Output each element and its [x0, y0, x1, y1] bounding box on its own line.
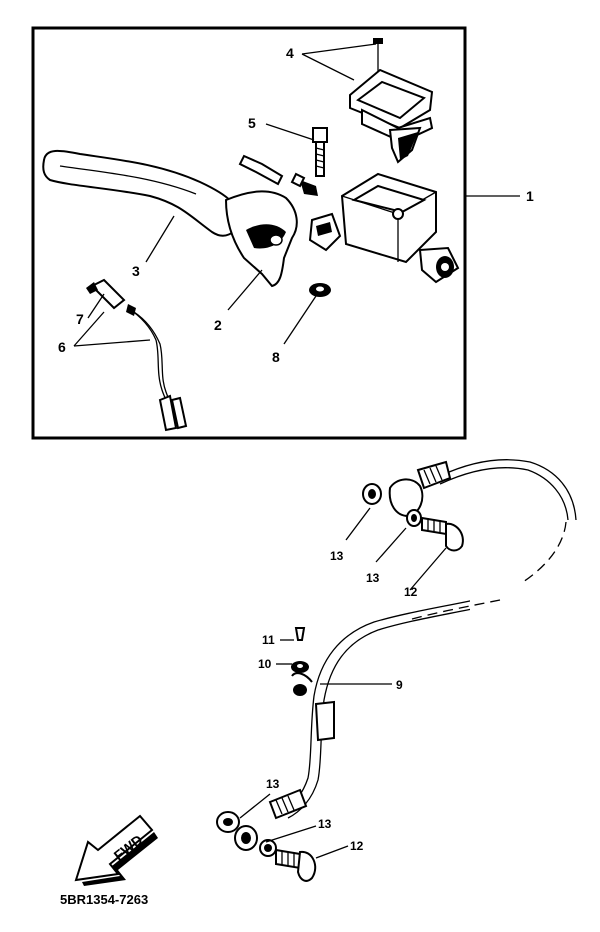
callout-6: 6 [58, 339, 66, 355]
leader-lines-lower [239, 507, 447, 859]
leader-lines-upper [73, 43, 520, 347]
callout-5: 5 [248, 115, 256, 131]
callout-13-c: 13 [266, 777, 280, 791]
brake-lever-part [42, 149, 298, 288]
callout-10: 10 [258, 657, 272, 671]
upper-hose-fittings [362, 483, 464, 552]
callout-4: 4 [286, 45, 294, 61]
callout-13-a: 13 [330, 549, 344, 563]
callout-1: 1 [526, 188, 534, 204]
brake-switch-plunger [238, 154, 318, 196]
callout-3: 3 [132, 263, 140, 279]
master-cylinder-body [308, 172, 460, 297]
callout-8: 8 [272, 349, 280, 365]
callout-13-b: 13 [366, 571, 380, 585]
callout-2: 2 [214, 317, 222, 333]
callout-11: 11 [262, 633, 275, 647]
brake-hose-part [268, 459, 580, 820]
reservoir-cap-part [349, 38, 434, 164]
callout-12-b: 12 [350, 839, 364, 853]
callout-12-a: 12 [404, 585, 418, 599]
callout-7: 7 [76, 311, 84, 327]
clamp-fittings [291, 627, 309, 696]
lower-hose-fittings [216, 811, 317, 882]
callout-13-d: 13 [318, 817, 332, 831]
callout-9: 9 [396, 678, 403, 692]
pivot-bolt-part [312, 127, 328, 177]
diagram-code: 5BR1354-7263 [60, 892, 148, 907]
brake-switch-part [86, 278, 188, 432]
master-cylinder-frame [31, 26, 467, 440]
callout-numbers: 4 5 1 3 2 8 7 6 13 13 12 11 10 9 13 13 1… [58, 45, 534, 853]
fwd-direction-arrow: FWD [74, 814, 158, 886]
